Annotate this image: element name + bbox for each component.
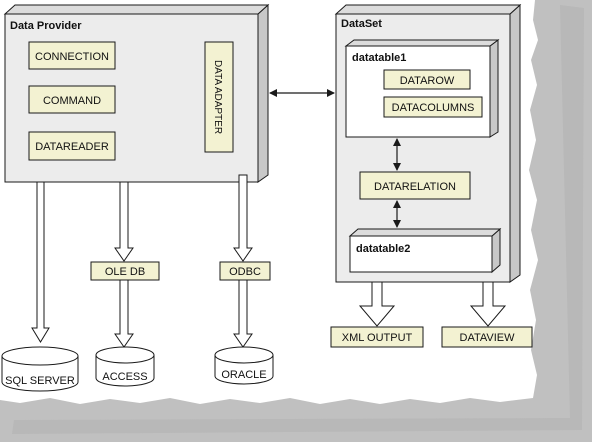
arrow-to-odbc [233, 174, 253, 262]
datacolumns-label: DATACOLUMNS [392, 102, 475, 114]
dataset-title: DataSet [341, 18, 382, 30]
datarelation-box [359, 171, 471, 200]
command-box [28, 85, 116, 114]
connection-box [28, 41, 116, 70]
xml-output-label: XML OUTPUT [342, 332, 413, 344]
arrow-odbc-to-oracle [233, 279, 253, 348]
arrow-to-oledb [114, 181, 134, 262]
sql-server-label: SQL SERVER [5, 375, 75, 387]
dataview-box [441, 326, 533, 348]
arrow-to-dataview [469, 281, 507, 327]
xml-output-box [330, 326, 424, 348]
data-adapter-box [204, 41, 234, 153]
command-label: COMMAND [43, 95, 101, 107]
arrow-oledb-to-access [114, 279, 134, 348]
odbc-box [219, 261, 271, 281]
datacolumns-box [383, 96, 483, 118]
datarelation-label: DATARELATION [374, 181, 456, 193]
oledb-label: OLE DB [105, 266, 145, 278]
datareader-box [28, 131, 116, 161]
datatable2-title: datatable2 [356, 243, 410, 255]
dataview-label: DATAVIEW [460, 332, 516, 344]
oracle-label: ORACLE [221, 369, 266, 381]
data-provider-title: Data Provider [10, 20, 82, 32]
datatable1-panel [344, 39, 500, 138]
datatable2-panel [348, 227, 502, 274]
arrow-to-sql-server [31, 181, 50, 343]
connection-label: CONNECTION [35, 51, 109, 63]
arrow-to-xml-output [358, 281, 396, 327]
access-database [95, 346, 155, 387]
oledb-box [90, 261, 160, 281]
odbc-label: ODBC [229, 266, 261, 278]
access-label: ACCESS [102, 371, 147, 383]
datareader-label: DATAREADER [35, 141, 109, 153]
datarow-label: DATAROW [400, 75, 455, 87]
datarow-box [383, 69, 471, 90]
sql-server-database [1, 346, 79, 392]
oracle-database [214, 346, 274, 385]
datatable1-title: datatable1 [352, 52, 406, 64]
data-adapter-label: DATA ADAPTER [212, 60, 223, 134]
